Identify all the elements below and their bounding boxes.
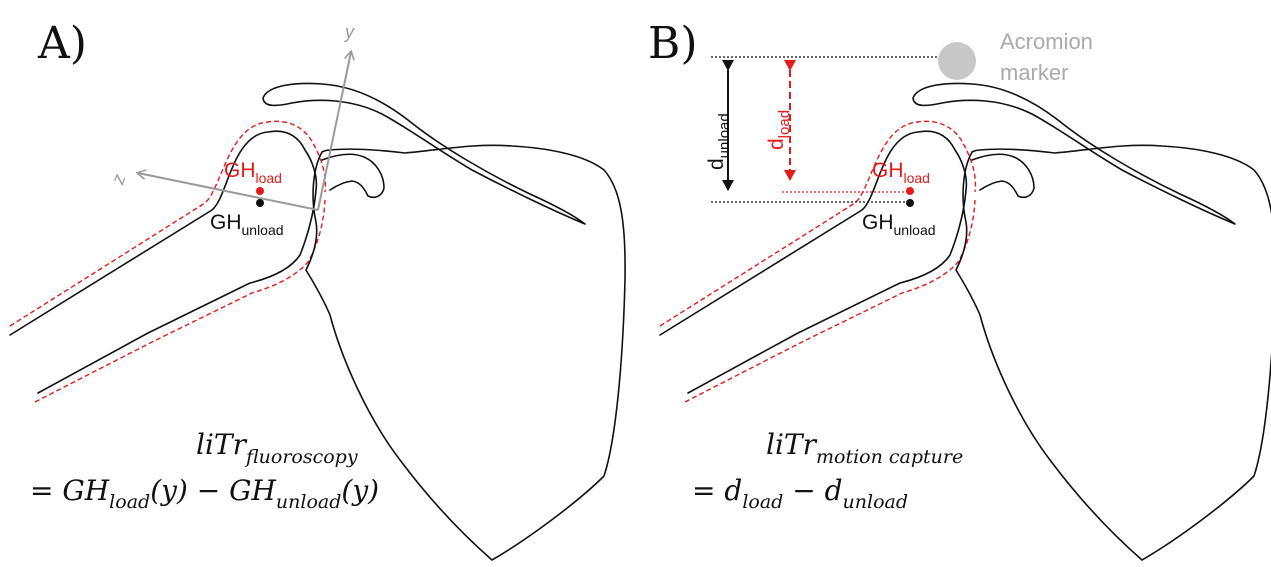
d-load-label: dload [765,110,793,150]
humerus-outline [659,130,968,394]
formula-b-line1: liTrmotion capture [766,428,963,468]
cartilage-outline-lower [34,199,326,403]
gh-unload-point [256,199,264,207]
formula-b-line2: = dload − dunload [692,474,908,513]
humerus-outline [9,130,318,394]
acromion-outline [262,82,586,225]
formula-a-line1: liTrfluoroscopy [196,428,358,468]
gh-unload-label: GHunload [210,211,284,238]
acromion-marker-dot [938,42,976,80]
coracoid-outline [321,153,385,199]
coracoid-outline [971,153,1035,199]
cartilage-outline-upper [9,120,327,327]
formula-a-line2: = GHload(y) − GHunload(y) [30,474,379,513]
panel-b: B) Acromion marker dunload dload GHload … [648,18,1271,561]
panel-b-shoulder-outline [659,82,1271,561]
cartilage-outline-lower [684,199,976,403]
panel-a-label: A) [37,18,87,69]
acromion-outline [912,82,1236,225]
scapula-outline [305,144,626,561]
gh-load-label: GHload [224,159,282,186]
d-unload-label: dunload [705,113,733,170]
gh-load-point [256,187,264,195]
gh-load-label: GHload [872,159,930,186]
scapula-outline [955,144,1271,561]
z-axis-arrow [138,173,319,211]
y-axis-arrow [317,52,351,211]
y-axis-label: y [343,22,355,42]
panel-a: A) y z GHload GHunload liTrfluoroscopy =… [9,18,626,561]
cartilage-outline-upper [659,120,977,327]
z-axis-label: z [107,171,129,187]
gh-unload-point [906,199,914,207]
panel-b-label: B) [648,18,698,69]
acromion-marker-label-line1: Acromion [1000,29,1093,54]
panel-a-shoulder-outline [9,82,626,561]
gh-load-point [906,187,914,195]
gh-unload-label: GHunload [862,211,936,238]
acromion-marker-label-line2: marker [1000,60,1068,85]
